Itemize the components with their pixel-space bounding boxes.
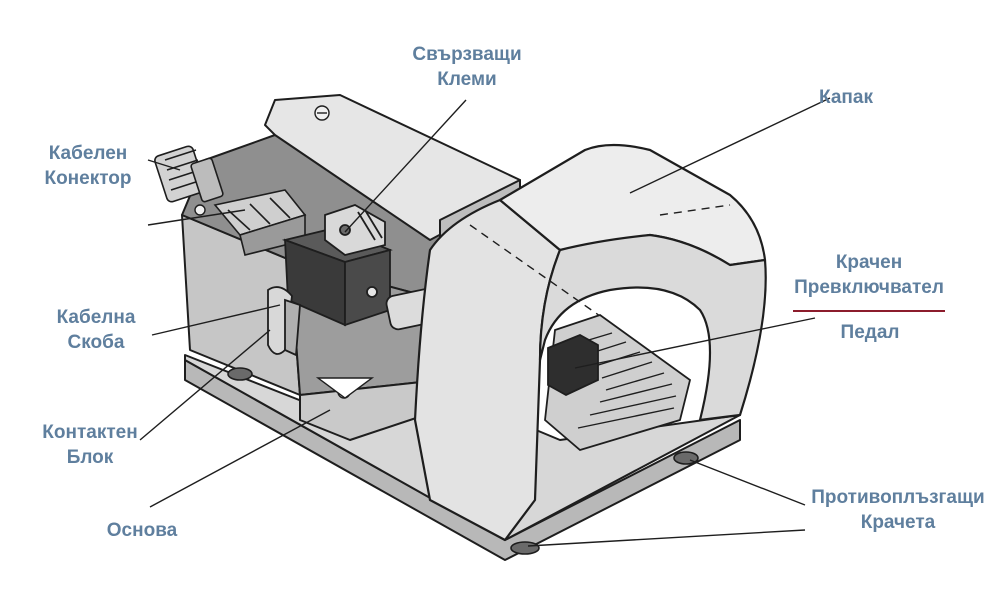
label-base-text: Основа bbox=[106, 520, 178, 541]
leader-lines bbox=[139, 97, 831, 547]
cable-connector-part bbox=[154, 145, 224, 203]
label-cable-clamp-line2: Скоба bbox=[67, 332, 125, 353]
leader-pedal bbox=[574, 317, 816, 369]
label-cover: Капак bbox=[806, 85, 886, 110]
label-terminals-line1: Свързващи bbox=[412, 44, 522, 65]
leader-foot-2 bbox=[527, 529, 806, 547]
label-contact-block-line2: Блок bbox=[66, 447, 114, 468]
label-cable-connector-line2: Конектор bbox=[44, 168, 132, 189]
label-anti-slip-feet-line1: Противоплъзгащи bbox=[811, 487, 985, 508]
terminal-strip bbox=[213, 189, 307, 256]
leader-terminals bbox=[344, 99, 467, 233]
label-cable-clamp: Кабелна Скоба bbox=[40, 305, 152, 355]
label-divider bbox=[793, 310, 945, 312]
label-anti-slip-feet: Противоплъзгащи Крачета bbox=[800, 485, 996, 535]
label-foot-switch-line1: Крачен bbox=[835, 252, 903, 273]
anti-slip-feet-parts bbox=[227, 367, 699, 555]
cover-part bbox=[413, 143, 767, 542]
label-base: Основа bbox=[92, 518, 192, 543]
leader-foot-1 bbox=[689, 459, 806, 506]
label-foot-switch: Крачен Превключвател bbox=[780, 250, 958, 300]
cover-right-arch bbox=[538, 233, 767, 422]
label-contact-block: Контактен Блок bbox=[28, 420, 152, 470]
label-foot-switch-line2: Превключвател bbox=[794, 277, 944, 298]
leader-cover bbox=[629, 97, 831, 194]
label-cable-clamp-line1: Кабелна bbox=[56, 307, 136, 328]
pedal-part bbox=[544, 314, 692, 452]
leader-base bbox=[149, 409, 331, 508]
label-pedal: Педал bbox=[820, 320, 920, 345]
leader-cable-connector bbox=[147, 159, 181, 171]
label-terminals: Свързващи Клеми bbox=[402, 42, 532, 92]
label-anti-slip-feet-line2: Крачета bbox=[860, 512, 936, 533]
contact-block-part bbox=[281, 204, 441, 331]
label-cable-connector-line1: Кабелен bbox=[48, 143, 128, 164]
label-cable-connector: Кабелен Конектор bbox=[28, 141, 148, 191]
label-pedal-text: Педал bbox=[840, 322, 900, 343]
leader-contact-block bbox=[139, 329, 271, 441]
leader-cable-clamp bbox=[151, 304, 281, 336]
label-terminals-line2: Клеми bbox=[437, 69, 497, 90]
screws bbox=[194, 105, 375, 399]
cable-clamp-part bbox=[267, 286, 301, 357]
leader-terminal-strip bbox=[147, 209, 246, 226]
label-cover-text: Капак bbox=[819, 87, 873, 108]
label-contact-block-line1: Контактен bbox=[42, 422, 138, 443]
